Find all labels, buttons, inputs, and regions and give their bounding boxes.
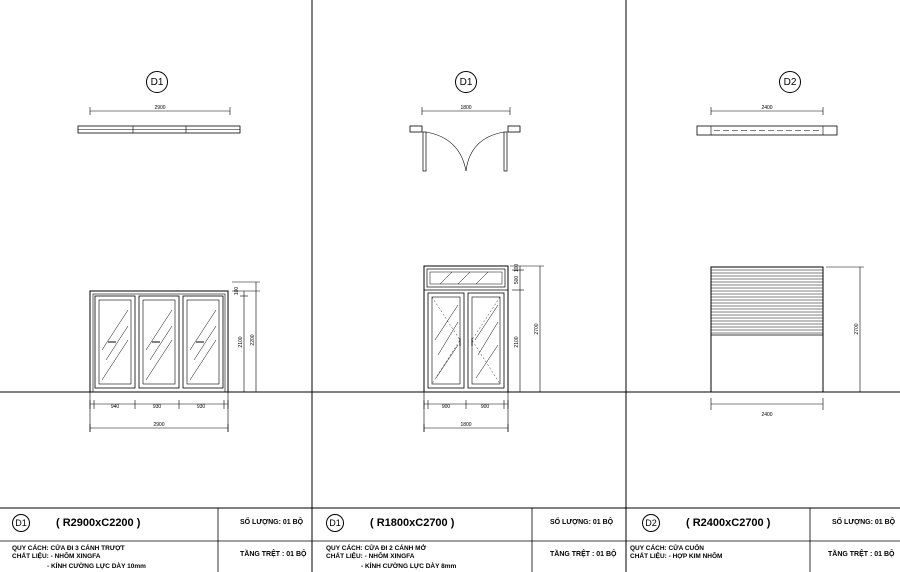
section-tag: D1 <box>455 71 477 93</box>
door-code-circle: D1 <box>326 514 344 532</box>
panel-1-dimensions <box>89 281 260 432</box>
panel-1-plan: 2900 <box>77 105 241 134</box>
dim-text: 100 <box>514 264 520 273</box>
spec-line: - KÍNH CƯỜNG LỰC DÀY 10mm <box>47 563 146 570</box>
section-tag: D1 <box>146 71 168 93</box>
panel-3-plan: 2400 <box>696 105 838 136</box>
plan-dim-text: 2900 <box>154 105 165 111</box>
dim-text: 900 <box>481 404 490 410</box>
dim-text: 2900 <box>153 422 164 428</box>
panel-2-elevation <box>423 265 509 393</box>
spec-line: QUY CÁCH: CỬA CUỐN <box>630 545 705 552</box>
panel-1-elevation <box>89 290 229 393</box>
plan-dim-text: 1800 <box>460 105 471 111</box>
dim-text: 2100 <box>238 336 244 347</box>
quantity-label: SỐ LƯỢNG: 01 BỘ <box>832 519 896 526</box>
quantity-label: SỐ LƯỢNG: 01 BỘ <box>240 519 304 526</box>
floor-label: TẦNG TRỆT : 01 BỘ <box>550 551 617 558</box>
dim-text: 500 <box>514 276 520 285</box>
dim-text: 2700 <box>854 323 860 334</box>
spec-line: - KÍNH CƯỜNG LỰC DÀY 8mm <box>361 563 457 570</box>
door-code-circle: D2 <box>642 514 660 532</box>
spec-line: QUY CÁCH: CỬA ĐI 3 CÁNH TRƯỢT <box>12 545 125 552</box>
spec-line: CHẤT LIỆU: - HỢP KIM NHÔM <box>630 553 723 560</box>
quantity-label: SỐ LƯỢNG: 01 BỘ <box>550 519 614 526</box>
dim-text: 1800 <box>460 422 471 428</box>
door-code-circle: D1 <box>12 514 30 532</box>
door-size: ( R2900xC2200 ) <box>56 517 141 529</box>
dim-text: 2700 <box>534 323 540 334</box>
panel-2-dimensions <box>423 265 544 432</box>
floor-label: TẦNG TRỆT : 01 BỘ <box>828 551 895 558</box>
spec-line: CHẤT LIỆU: - NHÔM XINGFA <box>12 553 101 560</box>
spec-line: QUY CÁCH: CỬA ĐI 2 CÁNH MỞ <box>326 545 427 552</box>
section-tag: D2 <box>779 71 801 93</box>
dim-text: 930 <box>153 404 162 410</box>
dim-text: 930 <box>197 404 206 410</box>
dim-text: 2200 <box>250 334 256 345</box>
dim-text: 2400 <box>761 412 772 418</box>
panel-3-dimensions <box>710 266 864 410</box>
floor-label: TẦNG TRỆT : 01 BỘ <box>240 551 307 558</box>
door-size: ( R2400xC2700 ) <box>686 517 771 529</box>
door-size: ( R1800xC2700 ) <box>370 517 455 529</box>
dim-text: 100 <box>234 287 240 296</box>
dim-text: 900 <box>442 404 451 410</box>
dim-text: 940 <box>111 404 120 410</box>
panel-2-plan: 1800 <box>409 105 521 172</box>
panel-3-elevation <box>710 266 824 393</box>
spec-line: CHẤT LIỆU: - NHÔM XINGFA <box>326 553 415 560</box>
dim-text: 2100 <box>514 336 520 347</box>
plan-dim-text: 2400 <box>761 105 772 111</box>
